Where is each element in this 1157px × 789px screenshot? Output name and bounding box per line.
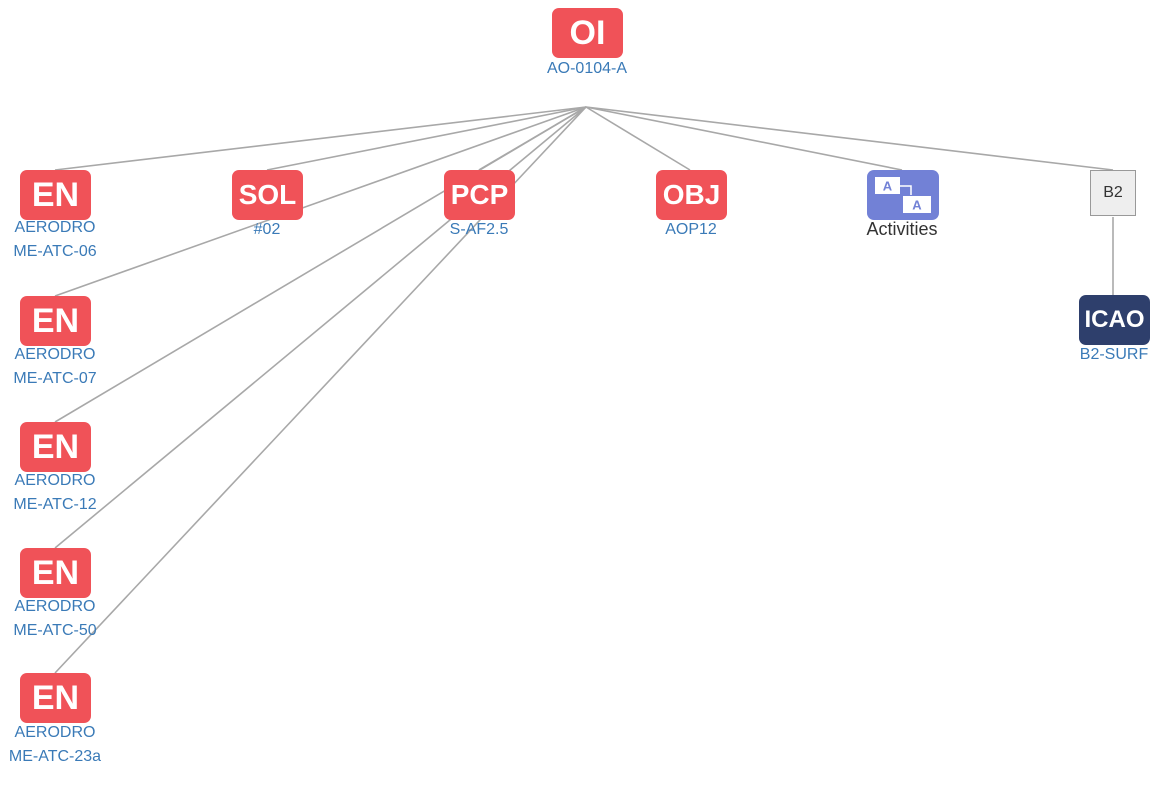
svg-text:A: A	[912, 198, 922, 213]
en12-badge[interactable]: EN	[20, 422, 91, 472]
svg-text:A: A	[883, 179, 893, 194]
activities-label: Activities	[866, 219, 938, 239]
en50-badge[interactable]: EN	[20, 548, 91, 598]
en06-label: AERODROME-ATC-06	[13, 219, 97, 260]
en07-badge[interactable]: EN	[20, 296, 91, 346]
en23a-badge[interactable]: EN	[20, 673, 91, 723]
b2-box[interactable]: B2	[1090, 170, 1136, 216]
pcp-badge[interactable]: PCP	[444, 170, 515, 220]
root-badge[interactable]: OI	[552, 8, 623, 58]
sol-badge[interactable]: SOL	[232, 170, 303, 220]
en07-label: AERODROME-ATC-07	[13, 346, 97, 387]
en23a-label: AERODROME-ATC-23a	[8, 724, 102, 765]
obj-badge[interactable]: OBJ	[656, 170, 727, 220]
edge-root-en07	[54, 106, 587, 297]
en50-label: AERODROME-ATC-50	[13, 598, 97, 639]
activities-icon[interactable]: A A	[867, 170, 939, 220]
root-label: AO-0104-A	[546, 60, 628, 77]
edge-root-activities	[585, 106, 903, 171]
en12-label: AERODROME-ATC-12	[13, 472, 97, 513]
edge-root-obj	[585, 106, 691, 171]
icao-label: B2-SURF	[1079, 346, 1149, 363]
sol-label: #02	[253, 221, 281, 238]
obj-label: AOP12	[665, 221, 717, 238]
edge-root-en12	[54, 106, 587, 423]
icao-badge[interactable]: ICAO	[1079, 295, 1150, 345]
activities-glyph: A A	[875, 177, 931, 213]
en06-badge[interactable]: EN	[20, 170, 91, 220]
pcp-label: S-AF2.5	[449, 221, 509, 238]
edge-root-sol	[266, 106, 587, 171]
edge-root-en06	[54, 106, 587, 171]
edge-root-b2	[585, 106, 1114, 171]
